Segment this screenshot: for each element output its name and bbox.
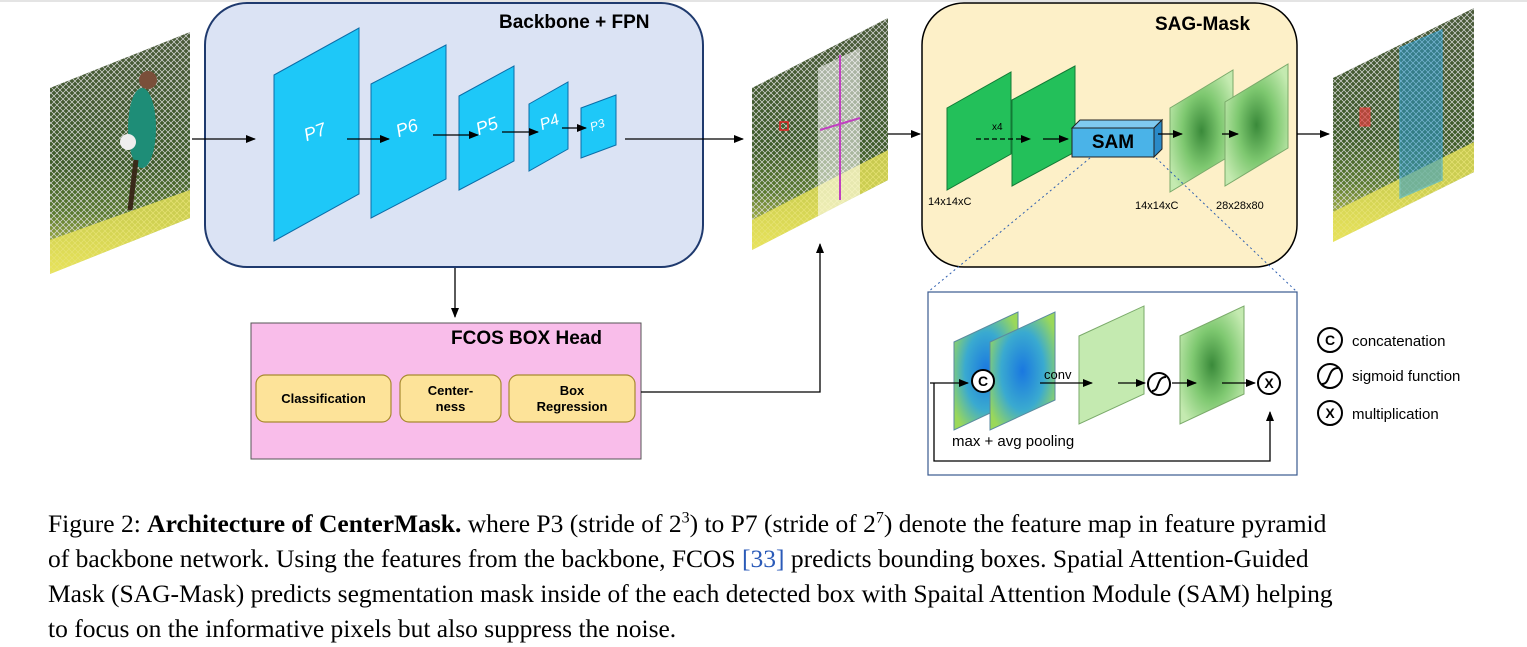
caption-line-1: Figure 2: Architecture of CenterMask. wh… (48, 506, 1488, 541)
caption-line-3: Mask (SAG-Mask) predicts segmentation ma… (48, 579, 1333, 608)
arrow-fcos-detection (641, 243, 824, 393)
multiply-symbol: X (1264, 375, 1274, 391)
concat-symbol: C (977, 373, 989, 389)
pyramid-p6 (370, 44, 447, 219)
x4-label: x4 (992, 122, 1003, 133)
detection-image (752, 18, 888, 250)
backbone-title: Backbone + FPN (499, 12, 650, 33)
head-box-regression (508, 374, 636, 423)
caption-sup-1: 3 (681, 509, 690, 527)
classification-label: Classification (281, 390, 366, 406)
sag-title: SAG-Mask (1155, 14, 1251, 35)
fcos-title: FCOS BOX Head (451, 328, 602, 349)
sigmoid-map (1179, 305, 1245, 425)
caption-bold-title: Architecture of CenterMask. (147, 509, 462, 538)
pyramid-p4 (528, 81, 569, 172)
caption-l2a: of backbone network. Using the features … (48, 544, 742, 573)
pool-map-avg (989, 311, 1056, 431)
caption-line-4: to focus on the informative pixels but a… (48, 614, 677, 643)
dim-roi: 14x14xC (928, 196, 972, 208)
legend-multiply-symbol: X (1325, 405, 1335, 421)
input-image (50, 32, 190, 274)
output-image (1333, 8, 1474, 242)
conv-label: conv (1044, 367, 1072, 382)
caption-l1b: ) to P7 (stride of 2 (689, 509, 876, 538)
multiply-icon (1257, 371, 1281, 395)
legend-multiply-label: multiplication (1352, 406, 1439, 423)
roi-feature-map (946, 71, 1012, 191)
centerness-label: Center- ness (427, 382, 474, 414)
figure-caption: Figure 2: Architecture of CenterMask. wh… (48, 506, 1488, 646)
sigmoid-icon (1147, 372, 1171, 396)
mask-feature-map (1224, 63, 1289, 187)
conv-map (1078, 305, 1145, 425)
caption-sup-2: 7 (875, 509, 884, 527)
box-regression-label: Box Regression (536, 382, 608, 414)
caption-line-2: of backbone network. Using the features … (48, 541, 1488, 576)
pyramid-p5 (458, 65, 515, 191)
legend-multiply-icon (1317, 400, 1343, 426)
head-box-centerness (399, 374, 502, 423)
pyramid-p3 (580, 94, 617, 159)
legend-sigmoid-label: sigmoid function (1352, 368, 1461, 385)
caption-l1c: ) denote the feature map in feature pyra… (883, 509, 1327, 538)
concat-icon (971, 369, 995, 393)
arrow-skip (933, 383, 1274, 462)
caption-citation-link[interactable]: [33] (742, 544, 785, 573)
caption-l2b: predicts bounding boxes. Spatial Attenti… (784, 544, 1309, 573)
legend-concat-symbol: C (1324, 332, 1336, 348)
zoom-line-left (927, 157, 1091, 293)
pool-label: max + avg pooling (952, 433, 1075, 450)
dim-sam-out: 14x14xC (1135, 200, 1179, 212)
sam-label: SAM (1091, 131, 1135, 153)
caption-prefix: Figure 2: (48, 509, 148, 538)
pyramid-p7 (273, 27, 360, 242)
sam-block (1070, 118, 1164, 159)
architecture-diagram (0, 0, 1527, 476)
dim-mask: 28x28x80 (1216, 200, 1264, 212)
legend-concat-icon (1317, 327, 1343, 353)
legend-concat-label: concatenation (1352, 333, 1446, 350)
legend-sigmoid-icon (1317, 363, 1343, 389)
head-box-classification (255, 374, 392, 423)
caption-l1a: where P3 (stride of 2 (461, 509, 682, 538)
